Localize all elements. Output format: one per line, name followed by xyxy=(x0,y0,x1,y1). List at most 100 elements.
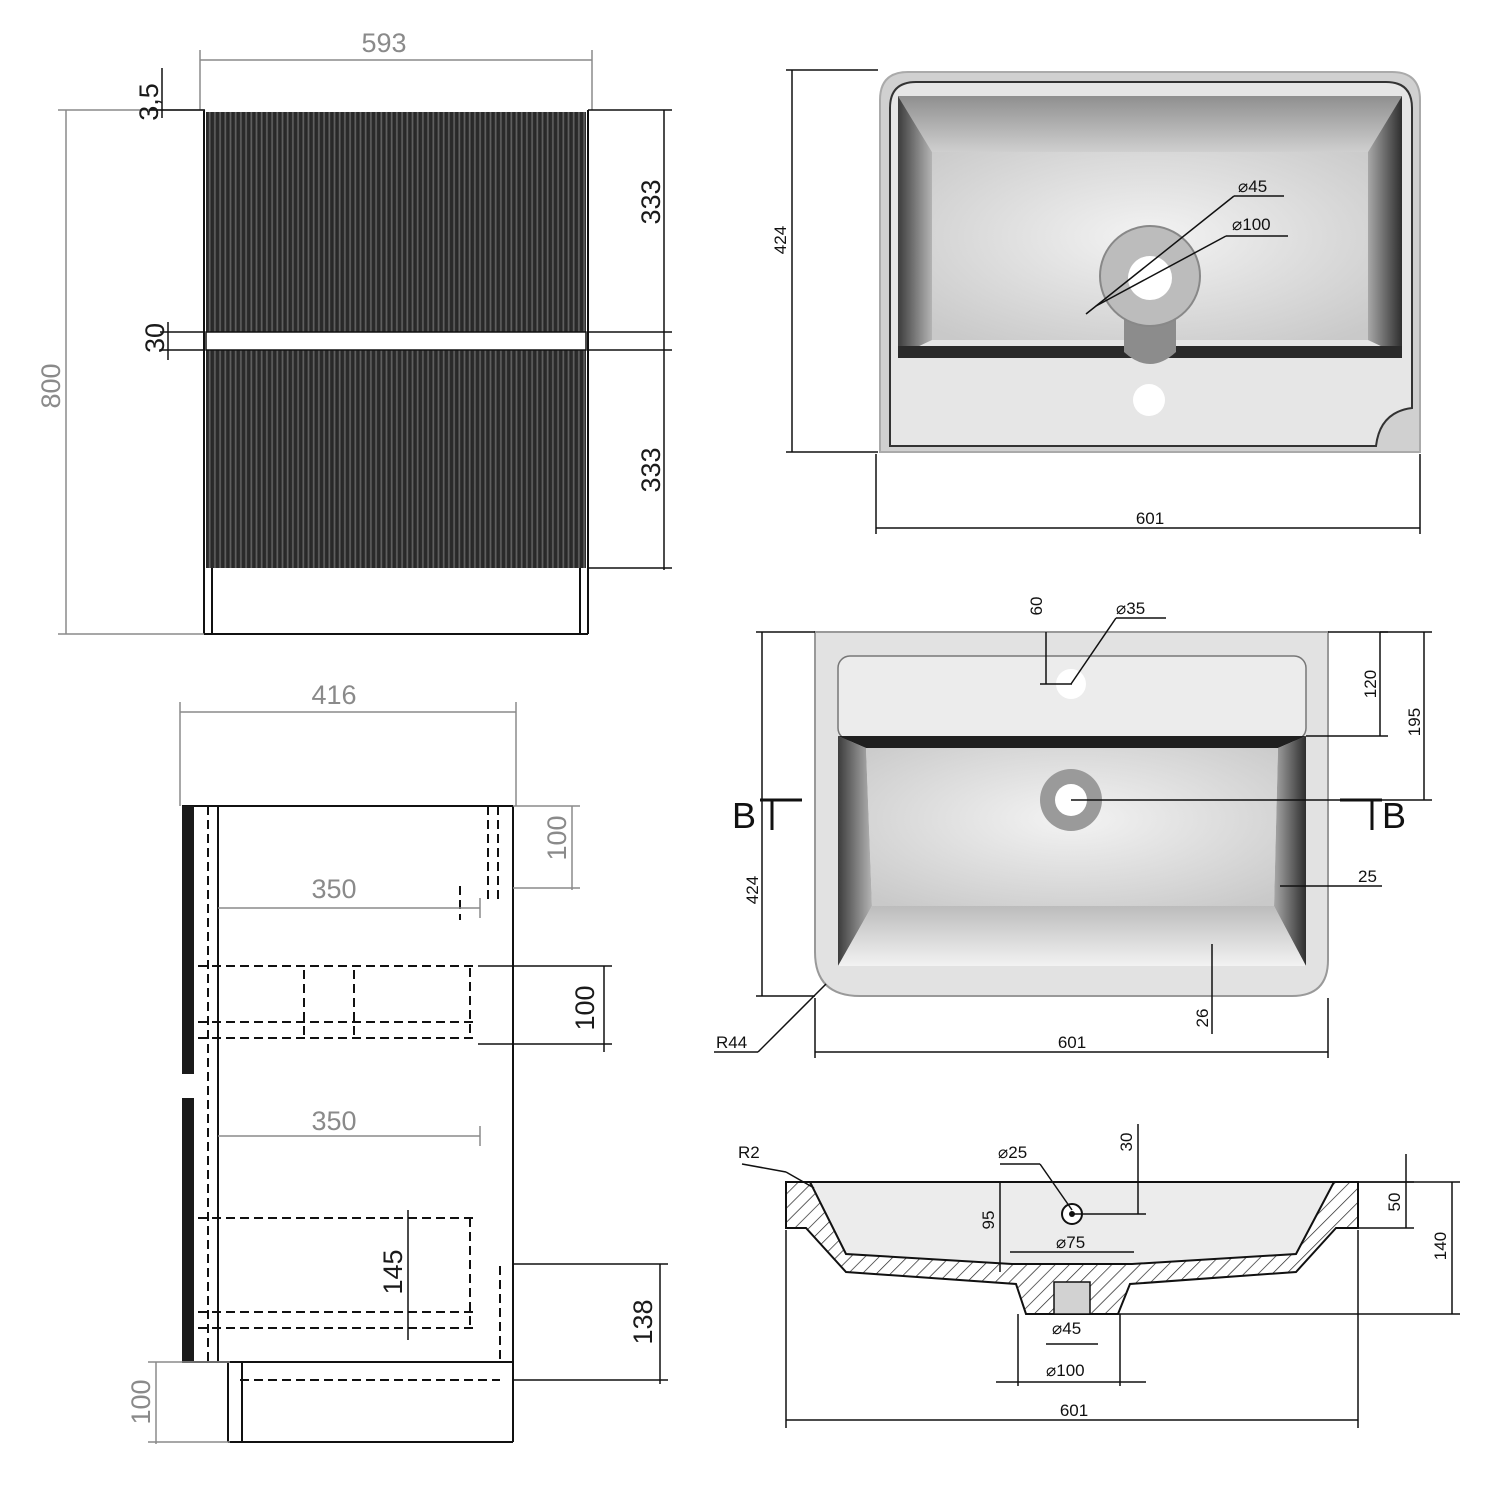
slat xyxy=(577,112,581,332)
slat xyxy=(384,112,389,332)
slat xyxy=(327,350,331,568)
dim-front-top-gap: 3,5 xyxy=(134,83,164,121)
slat xyxy=(499,350,503,568)
slat xyxy=(504,350,508,568)
slat xyxy=(556,112,560,332)
slat xyxy=(452,350,456,568)
cabinet-front-view: 593 3,5 800 333 30 333 xyxy=(36,28,672,635)
slat xyxy=(322,350,326,568)
slat xyxy=(540,350,545,568)
slat xyxy=(525,112,529,332)
side-dimension-lines-dark xyxy=(407,965,668,1384)
basin-plan-view: 60 ⌀35 120 195 424 25 26 R44 601 B B xyxy=(714,597,1432,1058)
slat xyxy=(348,350,352,568)
dim-leg-height: 100 xyxy=(126,1379,156,1424)
basin-section-view: R2 ⌀25 30 95 50 140 ⌀75 ⌀45 ⌀100 601 xyxy=(738,1124,1460,1428)
slat xyxy=(260,350,264,568)
section-marker-left xyxy=(760,798,802,830)
side-front-panel-upper xyxy=(182,806,194,1074)
drawer-gap xyxy=(205,331,587,351)
slat xyxy=(431,112,435,332)
section-waste-insert xyxy=(1053,1281,1091,1315)
slat xyxy=(296,350,300,568)
side-hidden-lines xyxy=(198,806,501,1381)
dim-waste-outer: ⌀100 xyxy=(1046,1361,1085,1380)
slat xyxy=(244,112,248,332)
section-label-right: B xyxy=(1382,795,1406,836)
slat xyxy=(343,350,347,568)
slat xyxy=(468,112,472,332)
tap-hole xyxy=(1133,384,1165,416)
slat xyxy=(379,112,383,332)
slat xyxy=(312,350,316,568)
dim-drawer-depth-lower: 350 xyxy=(311,1106,356,1136)
dim-side-depth: 416 xyxy=(311,680,356,710)
dim-drawer-gap: 30 xyxy=(140,323,170,353)
slat xyxy=(244,350,248,568)
dim-basin3d-width: 601 xyxy=(1136,509,1164,528)
slat xyxy=(514,112,519,332)
plan-wall-bottom xyxy=(838,906,1306,966)
dim-rim-height: 50 xyxy=(1385,1193,1404,1212)
slat xyxy=(494,112,498,332)
slat xyxy=(390,112,394,332)
dim-front-width: 593 xyxy=(361,28,406,58)
side-front-panel-lower xyxy=(182,1098,194,1362)
slat xyxy=(462,112,467,332)
slat xyxy=(535,350,539,568)
cabinet-side-view: 416 100 350 100 350 145 138 100 xyxy=(126,680,668,1444)
slat xyxy=(369,350,373,568)
slat xyxy=(358,112,363,332)
slat xyxy=(249,112,253,332)
dim-drawer-top: 333 xyxy=(636,179,666,224)
slat xyxy=(447,112,451,332)
plan-wall-right xyxy=(1274,736,1306,966)
slat xyxy=(301,112,305,332)
slat xyxy=(213,112,217,332)
slat xyxy=(457,350,461,568)
dim-drawer-depth-upper: 350 xyxy=(311,874,356,904)
slat xyxy=(234,112,238,332)
slat xyxy=(400,112,404,332)
slat xyxy=(572,112,576,332)
dim-bowl-depth: 95 xyxy=(979,1211,998,1230)
slat xyxy=(291,350,295,568)
slat xyxy=(306,350,311,568)
slat xyxy=(343,112,347,332)
slat xyxy=(416,112,420,332)
slat xyxy=(400,350,404,568)
slat xyxy=(322,112,326,332)
slat xyxy=(239,112,243,332)
slat xyxy=(374,112,378,332)
slat xyxy=(405,350,409,568)
slat xyxy=(223,350,227,568)
slat xyxy=(561,112,565,332)
slat xyxy=(265,112,269,332)
slat xyxy=(572,350,576,568)
dim-upper-drawer-height: 100 xyxy=(570,985,600,1030)
slat xyxy=(520,112,524,332)
slat xyxy=(478,350,482,568)
slat xyxy=(488,350,493,568)
slat xyxy=(213,350,217,568)
slat xyxy=(270,112,274,332)
slat xyxy=(499,112,503,332)
slat xyxy=(421,112,425,332)
slat xyxy=(410,350,415,568)
slat xyxy=(582,350,586,568)
dim-plan-width: 601 xyxy=(1058,1033,1086,1052)
slat xyxy=(358,350,363,568)
slat xyxy=(374,350,378,568)
drain-hole xyxy=(1128,256,1172,300)
side-dimension-lines-grey xyxy=(148,702,580,1444)
slat xyxy=(436,112,441,332)
plan-wall-top xyxy=(838,736,1306,748)
slat xyxy=(442,350,446,568)
slat xyxy=(364,112,368,332)
slat xyxy=(301,350,305,568)
dim-lower-offset: 138 xyxy=(628,1299,658,1344)
slat xyxy=(566,112,571,332)
slat xyxy=(280,112,285,332)
dim-corner-radius: R44 xyxy=(716,1033,747,1052)
slat xyxy=(520,350,524,568)
